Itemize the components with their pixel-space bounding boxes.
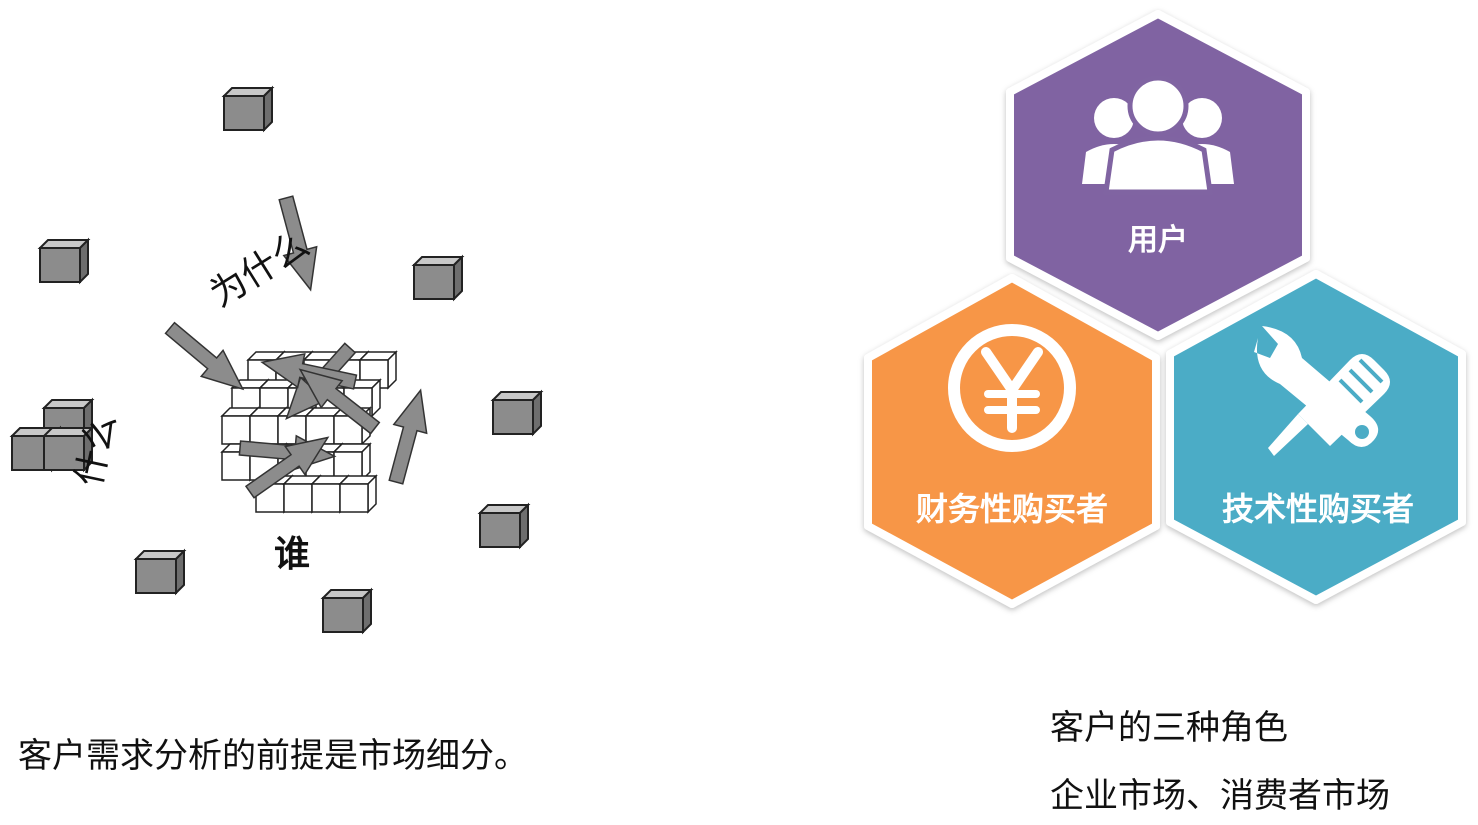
arrow-down (378, 385, 438, 488)
role-label-financial-buyer: 财务性购买者 (916, 490, 1108, 528)
grey-cube (135, 550, 185, 594)
role-label-user: 用户 (1128, 223, 1188, 258)
caption-markets: 企业市场、消费者市场 (1050, 776, 1390, 816)
grey-cube (479, 504, 529, 548)
grey-cube (39, 239, 89, 283)
yen-icon (948, 324, 1076, 452)
grey-cube (223, 87, 273, 131)
tools-icon (1254, 326, 1390, 456)
caption-three-roles: 客户的三种角色 (1050, 708, 1288, 748)
caption-market-segmentation: 客户需求分析的前提是市场细分。 (18, 736, 528, 776)
grey-cube (322, 589, 372, 633)
customer-roles-diagram: 用户 财务性购买者 技术性购买者 (864, 10, 1466, 608)
label-who: 谁 (274, 533, 310, 575)
grey-cube (413, 256, 463, 300)
role-label-technical-buyer: 技术性购买者 (1222, 490, 1414, 528)
hex-technical-buyer (1166, 270, 1466, 604)
grey-cube (492, 391, 542, 435)
cube-segmentation-diagram: 为什么 什么 谁 (11, 87, 542, 633)
users-icon (1082, 75, 1234, 195)
